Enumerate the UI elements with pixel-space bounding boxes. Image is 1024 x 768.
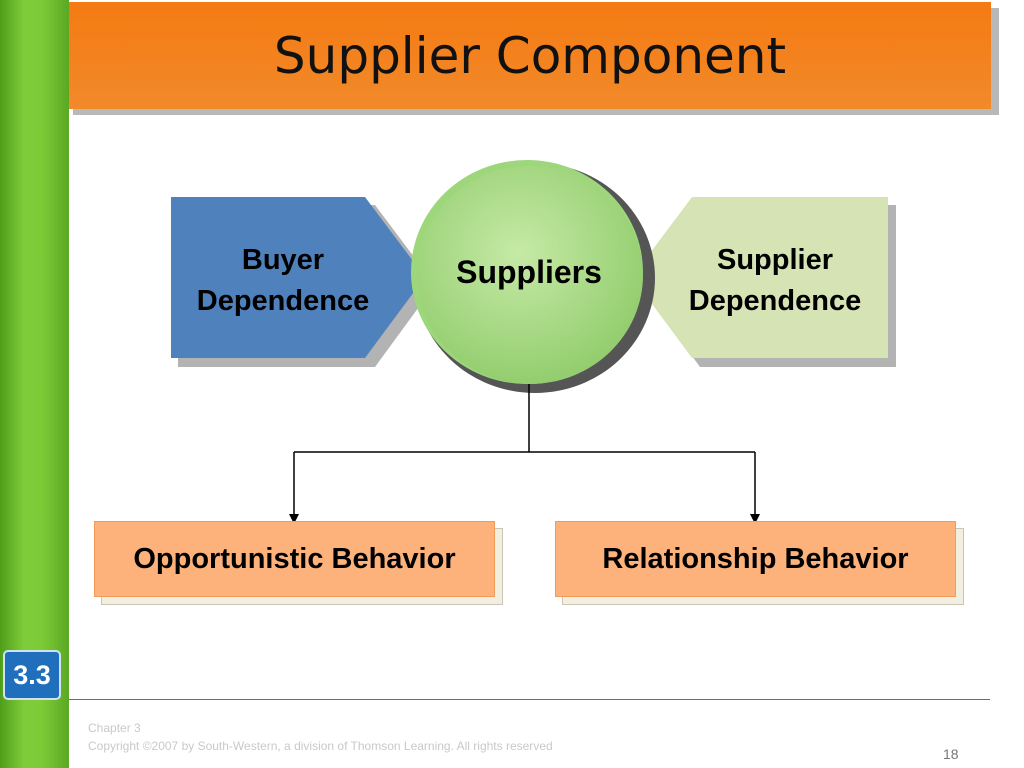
title-band (69, 2, 991, 109)
supplier-dependence-label: Supplier Dependence (670, 240, 880, 322)
suppliers-label: Suppliers (456, 254, 602, 290)
buyer-dependence-line1: Buyer (241, 244, 325, 276)
opportunistic-behavior-box: Opportunistic Behavior (94, 521, 495, 597)
slide-title: Supplier Component (273, 27, 787, 85)
supplier-dependence-line2: Dependence (688, 285, 862, 317)
section-badge: 3.3 (3, 650, 61, 700)
footer-copyright: Copyright ©2007 by South-Western, a divi… (88, 739, 553, 753)
buyer-dependence-label: Buyer Dependence (178, 240, 388, 322)
relationship-behavior-box: Relationship Behavior (555, 521, 956, 597)
footer-chapter: Chapter 3 (88, 721, 141, 735)
supplier-dependence-line1: Supplier (716, 244, 833, 276)
green-side-bar (0, 0, 69, 768)
footer-divider (69, 699, 990, 700)
left-arrow-shape (171, 197, 425, 358)
page-number: 18 (943, 746, 959, 762)
right-arrow-shape (632, 197, 888, 358)
buyer-dependence-line2: Dependence (196, 285, 370, 317)
center-circle (417, 166, 643, 384)
